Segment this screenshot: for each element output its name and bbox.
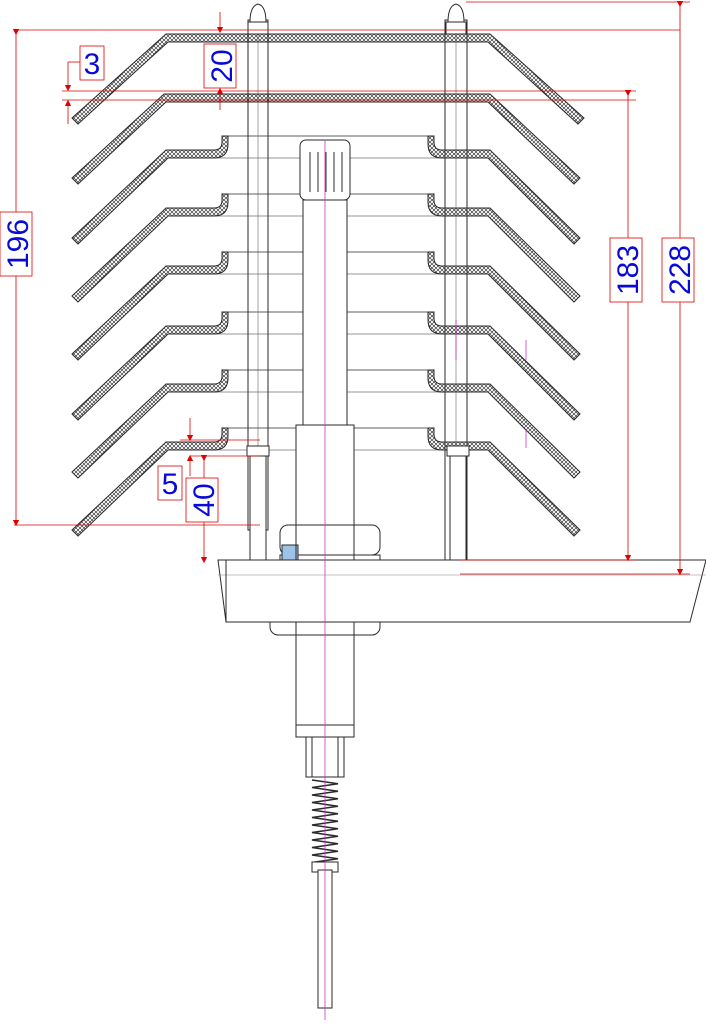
right-standoff: [449, 449, 467, 561]
top-cap-plate: [71, 33, 585, 125]
svg-text:228: 228: [664, 245, 697, 295]
svg-text:5: 5: [162, 468, 179, 501]
svg-text:3: 3: [84, 48, 101, 81]
centerlines: [324, 140, 527, 1020]
dim-label-5: 5: [157, 465, 183, 501]
mounting-plate: [217, 559, 706, 623]
svg-text:196: 196: [2, 219, 35, 269]
dim-label-3: 3: [79, 45, 105, 81]
svg-text:20: 20: [206, 49, 239, 82]
dim-label-196: 196: [0, 211, 35, 277]
dim-label-20: 20: [203, 43, 239, 89]
spring-coil: [311, 779, 339, 871]
support-rods: [246, 3, 470, 577]
dim-label-40: 40: [185, 477, 221, 523]
dimension-labels: 3 20 196 183 228 5 40: [0, 43, 697, 523]
svg-text:40: 40: [188, 483, 221, 516]
right-rod-cap: [447, 3, 465, 23]
shield-plate: [71, 93, 581, 185]
dim-label-183: 183: [609, 237, 645, 303]
left-rod-cap: [249, 3, 267, 23]
svg-text:183: 183: [612, 245, 645, 295]
shield-plates: [71, 33, 585, 537]
mounting-arm: [217, 559, 706, 623]
left-standoff: [249, 449, 267, 561]
dim-label-228: 228: [661, 237, 697, 303]
